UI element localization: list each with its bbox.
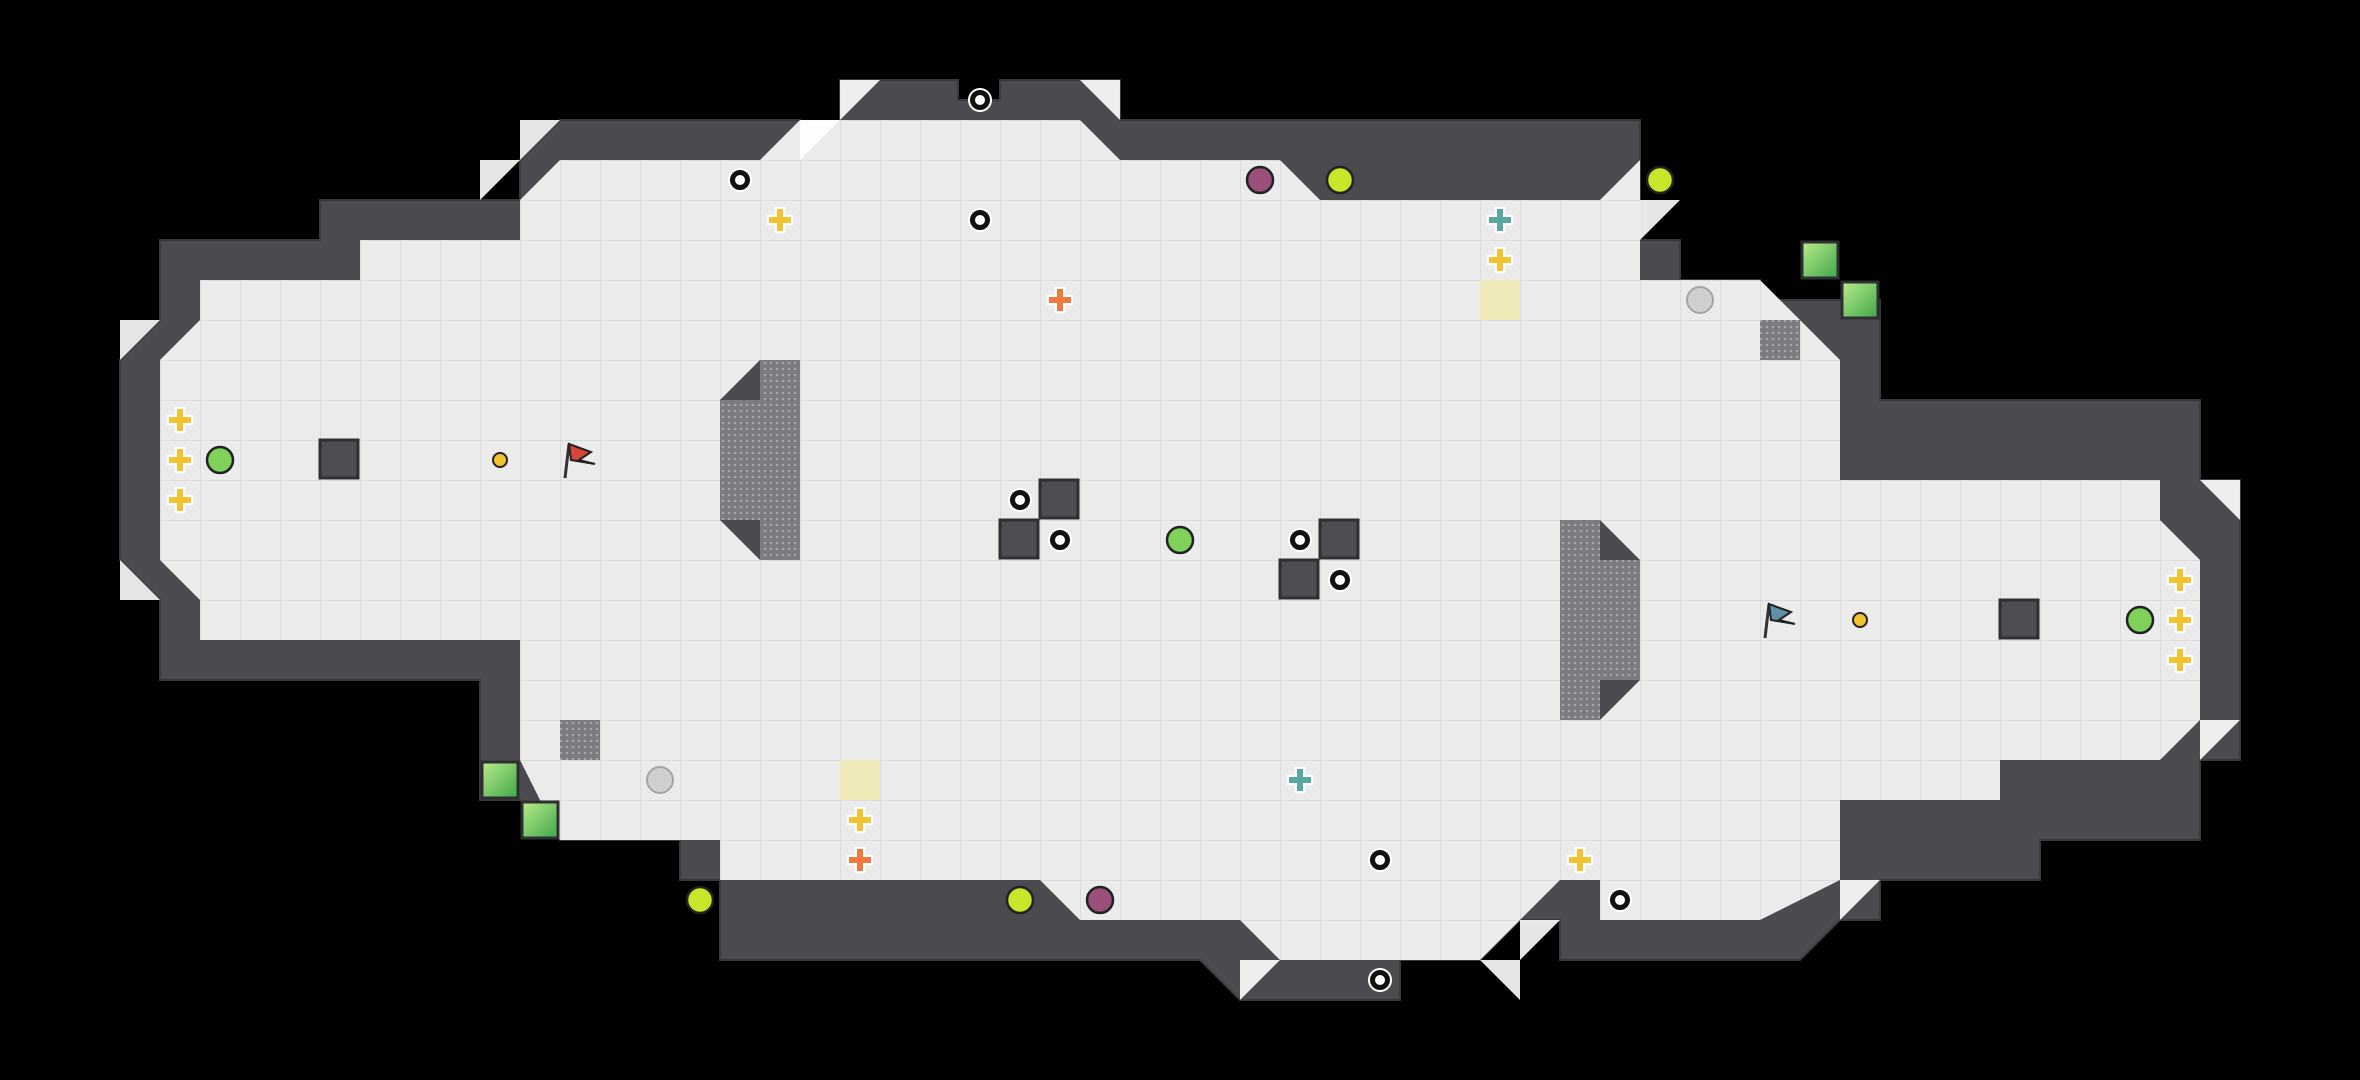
button-icon <box>1852 612 1868 628</box>
speed-pad-icon <box>2125 605 2155 635</box>
speed-pad-icon <box>205 445 235 475</box>
spike-icon <box>728 168 752 192</box>
boost-icon <box>767 207 793 233</box>
green-gate <box>1800 240 1840 280</box>
grate-tiles <box>560 320 1800 760</box>
green-gate <box>480 760 520 800</box>
lime-bombs <box>685 165 1675 915</box>
green-gate <box>520 800 560 840</box>
wall-blocks <box>318 438 2040 640</box>
gates <box>480 240 1880 840</box>
wall-corners <box>120 80 2240 1000</box>
green-gate <box>1840 280 1880 320</box>
spike-icon <box>1328 568 1352 592</box>
red-flag-icon <box>563 442 596 479</box>
boost-icon <box>1287 767 1313 793</box>
orange-boosts <box>847 287 1073 873</box>
spike-icon <box>968 208 992 232</box>
portal-icon <box>1686 286 1714 314</box>
boost-icon <box>1487 247 1513 273</box>
boost-icon <box>1047 287 1073 313</box>
spike-icon <box>1048 528 1072 552</box>
powerup-icon <box>1085 885 1115 915</box>
boost-icon <box>167 447 193 473</box>
boost-icon <box>2167 647 2193 673</box>
spike-icon <box>1288 528 1312 552</box>
wall-block <box>998 518 1040 560</box>
wall-block <box>1318 518 1360 560</box>
boost-icon <box>1487 207 1513 233</box>
yellow-pad <box>840 760 880 800</box>
bomb-icon <box>1005 885 1035 915</box>
spike-icon <box>1008 488 1032 512</box>
bomb-icon <box>685 885 715 915</box>
powerup-icon <box>1245 165 1275 195</box>
spike-icon <box>1608 888 1632 912</box>
button-icon <box>492 452 508 468</box>
purple-powerups <box>1085 165 1275 915</box>
boost-icon <box>847 807 873 833</box>
spike-icon <box>1368 968 1392 992</box>
boost-icon <box>1567 847 1593 873</box>
bomb-icon <box>1325 165 1355 195</box>
spike-icon <box>1368 848 1392 872</box>
wall-block <box>1278 558 1320 600</box>
gold-boosts <box>167 207 2193 873</box>
blue-flag-icon <box>1763 602 1796 639</box>
speed-pads <box>205 445 2155 635</box>
boost-icon <box>167 407 193 433</box>
teal-boosts <box>1287 207 1513 793</box>
bomb-icon <box>1645 165 1675 195</box>
portals <box>646 286 1714 794</box>
spike-icon <box>968 88 992 112</box>
wall-block <box>1998 598 2040 640</box>
boost-icon <box>2167 607 2193 633</box>
boost-icon <box>167 487 193 513</box>
wall-block <box>318 438 360 480</box>
yellow-pads <box>840 280 1520 800</box>
boost-icon <box>2167 567 2193 593</box>
yellow-pad <box>1480 280 1520 320</box>
portal-icon <box>646 766 674 794</box>
speed-pad-icon <box>1165 525 1195 555</box>
buttons <box>492 452 1868 628</box>
spikes <box>728 88 1632 992</box>
boost-icon <box>847 847 873 873</box>
wall-block <box>1038 478 1080 520</box>
